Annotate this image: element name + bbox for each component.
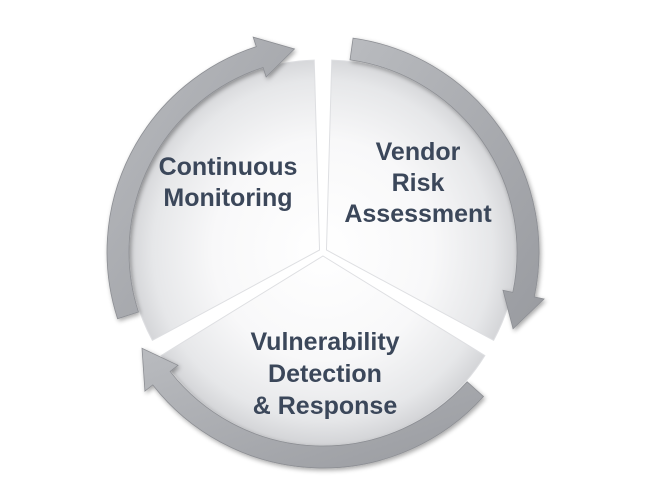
- cycle-arrow-1: [349, 37, 545, 330]
- segment-label-line: Assessment: [344, 200, 492, 228]
- labels-layer: VendorRiskAssessmentVulnerabilityDetecti…: [159, 138, 493, 420]
- segment-label-line: Monitoring: [163, 184, 292, 212]
- segment-label-line: Continuous: [159, 153, 298, 181]
- segment-label-line: Vulnerability: [250, 328, 399, 356]
- arrows-layer: [106, 36, 545, 469]
- segment-label-line: & Response: [253, 392, 398, 420]
- cycle-arrow-2: [141, 347, 485, 469]
- segment-label-line: Detection: [268, 360, 382, 388]
- segment-label-line: Risk: [392, 169, 445, 197]
- cycle-arrow-3: [106, 36, 296, 320]
- segments-layer: [129, 59, 517, 447]
- segment-label-line: Vendor: [376, 138, 461, 166]
